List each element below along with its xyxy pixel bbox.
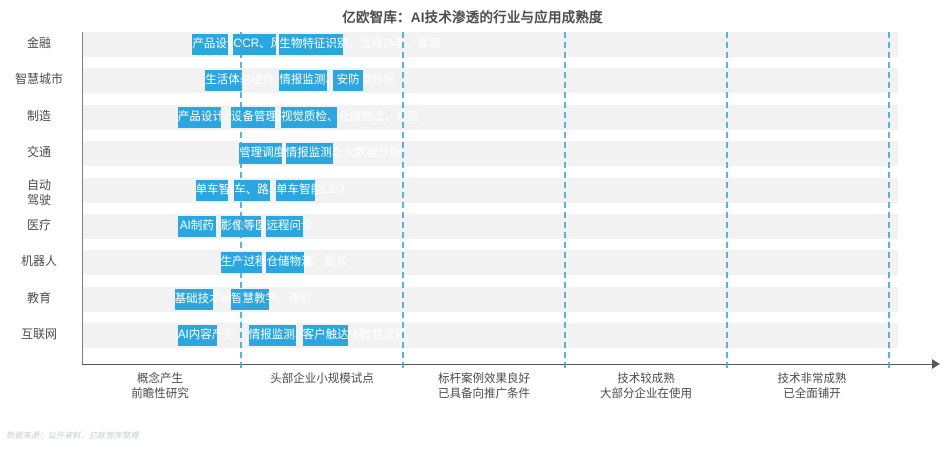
stage-label-line1: 标杆案例效果良好 — [438, 373, 530, 385]
row-band — [83, 286, 898, 312]
row-band — [83, 250, 898, 276]
row-band — [83, 141, 898, 167]
maturity-bar[interactable]: AI制药 — [177, 216, 216, 237]
stage-label-line2: 大部分企业在使用 — [600, 388, 692, 400]
row-label-互联网: 互联网 — [0, 327, 78, 342]
stage-label-4: 技术较成熟大部分企业在使用 — [556, 372, 736, 402]
row-label-line1: 医疗 — [26, 218, 51, 232]
y-axis-line — [82, 32, 83, 364]
maturity-bar[interactable]: 管理调度、道路安全 — [239, 143, 343, 165]
maturity-bar[interactable]: 生物特征识别、远程办事、客服 — [279, 34, 440, 55]
stage-label-line2: 前瞻性研究 — [131, 388, 189, 400]
plot-area: 产品设计定价OCR、风控、理赔生物特征识别、远程办事、客服生活体验提升情报监测、… — [83, 32, 898, 360]
maturity-bar[interactable]: 情报监测、大数据分析 — [285, 143, 401, 165]
maturity-bar[interactable]: AI内容产生 — [177, 325, 235, 347]
maturity-bar[interactable]: 基础技术研究 — [174, 288, 244, 310]
row-label-line1: 交通 — [26, 145, 51, 160]
row-label-line1: 金融 — [26, 36, 51, 50]
stage-label-2: 头部企业小规模试点 — [232, 372, 412, 387]
row-band — [83, 214, 898, 239]
stage-gridline-4 — [726, 32, 728, 368]
row-label-自动: 自动驾驶 — [0, 178, 78, 208]
row-label-机器人: 机器人 — [0, 254, 78, 269]
maturity-bar[interactable]: 设备管理、柔性生产 — [231, 106, 335, 128]
maturity-bar[interactable]: 情报监测、大数据分析 — [279, 70, 394, 92]
row-label-交通: 交通 — [0, 145, 78, 160]
maturity-bar[interactable]: 单车智能L2/3 — [276, 179, 345, 201]
row-label-line1: 自动 — [26, 177, 51, 192]
maturity-bar[interactable]: 客户触达、智慧营销 — [302, 325, 406, 347]
maturity-bar[interactable]: 生活体验提升 — [205, 70, 274, 92]
stage-label-3: 标杆案例效果良好已具备向推广条件 — [394, 372, 574, 402]
row-label-智慧城市: 智慧城市 — [0, 72, 78, 87]
maturity-bar[interactable]: 视觉质检、仓储物流、售后 — [280, 106, 419, 128]
source-note: 数据来源：公开资料、亿欧智库整理 — [6, 431, 139, 440]
maturity-bar[interactable]: 安防 — [333, 70, 364, 92]
stage-label-line1: 头部企业小规模试点 — [270, 373, 374, 385]
maturity-bar[interactable]: 远程问诊 — [266, 216, 312, 237]
stage-gridline-1 — [240, 32, 242, 368]
row-label-金融: 金融 — [0, 36, 78, 51]
row-label-line1: 智慧城市 — [14, 72, 63, 87]
stage-label-line2: 已具备向推广条件 — [438, 388, 530, 400]
row-label-医疗: 医疗 — [0, 218, 78, 233]
x-axis-line — [82, 364, 937, 365]
row-label-line1: 教育 — [26, 290, 51, 305]
x-axis-arrow-icon — [932, 359, 940, 369]
maturity-bar[interactable]: 情报监测、大数据分析 — [248, 325, 364, 347]
row-band — [83, 323, 898, 349]
maturity-bar[interactable]: 仓储物流、服务 — [266, 252, 347, 274]
stage-label-line1: 概念产生 — [137, 373, 183, 385]
maturity-bar[interactable]: 产品设计定价 — [192, 34, 261, 55]
maturity-bar[interactable]: 单车智能L4 — [195, 179, 254, 201]
stage-label-line2: 已全面铺开 — [783, 388, 841, 400]
stage-gridline-5 — [888, 32, 890, 368]
page-title: 亿欧智库：AI技术渗透的行业与应用成熟度 — [342, 10, 603, 25]
maturity-bar[interactable]: 产品设计、复杂装配 — [177, 106, 281, 128]
row-label-line1: 互联网 — [20, 327, 57, 342]
stage-gridline-2 — [402, 32, 404, 368]
maturity-bar[interactable]: 智慧教学、评价 — [231, 288, 312, 310]
stage-gridline-3 — [564, 32, 566, 368]
stage-label-1: 概念产生前瞻性研究 — [70, 372, 250, 402]
row-label-line1: 机器人 — [20, 254, 57, 269]
stage-label-5: 技术非常成熟已全面铺开 — [722, 372, 902, 402]
stage-label-line1: 技术非常成熟 — [777, 373, 847, 385]
row-label-制造: 制造 — [0, 109, 78, 124]
stage-label-line1: 技术较成熟 — [617, 373, 675, 385]
row-label-line2: 驾驶 — [26, 192, 51, 207]
row-label-line1: 制造 — [26, 108, 51, 123]
row-label-教育: 教育 — [0, 291, 78, 306]
